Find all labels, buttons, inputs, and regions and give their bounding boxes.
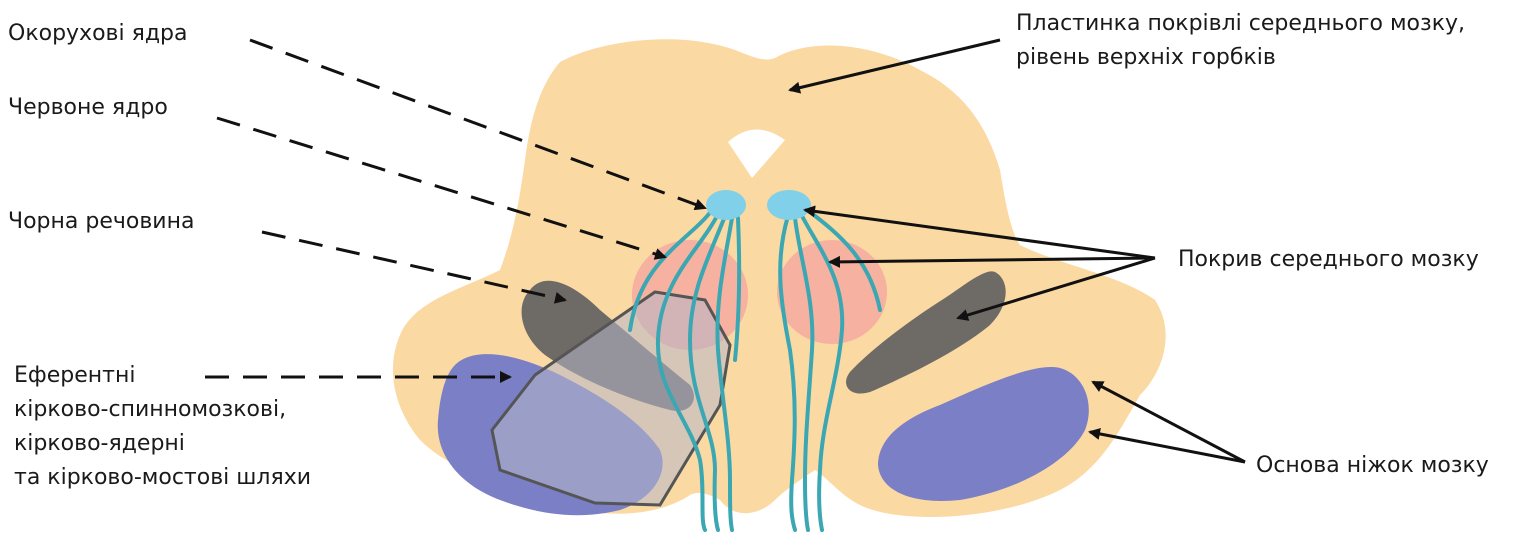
label-efferent-line-2: кірково-спинномозкові, [14,396,286,424]
label-efferent-line-3: кірково-ядерні [14,430,185,458]
label-efferent-line-4: та кірково-мостові шляхи [14,464,311,492]
label-peduncle-base: Основа ніжок мозку [1256,452,1489,480]
label-tectum-line-2: рівень верхніх горбків [1016,44,1276,72]
label-efferent-line-1: Еферентні [14,362,135,390]
label-red-nucleus: Червоне ядро [8,94,168,122]
label-tegmentum: Покрив середнього мозку [1178,246,1479,274]
oculomotor-nucleus-left [706,190,746,220]
label-oculomotor-nuclei: Окорухові ядра [8,20,188,48]
oculomotor-nucleus-right [767,190,811,220]
label-tectum-line-1: Пластинка покрівлі середнього мозку, [1016,10,1465,38]
label-substantia-nigra: Чорна речовина [8,208,194,236]
red-nucleus-right [777,240,887,344]
